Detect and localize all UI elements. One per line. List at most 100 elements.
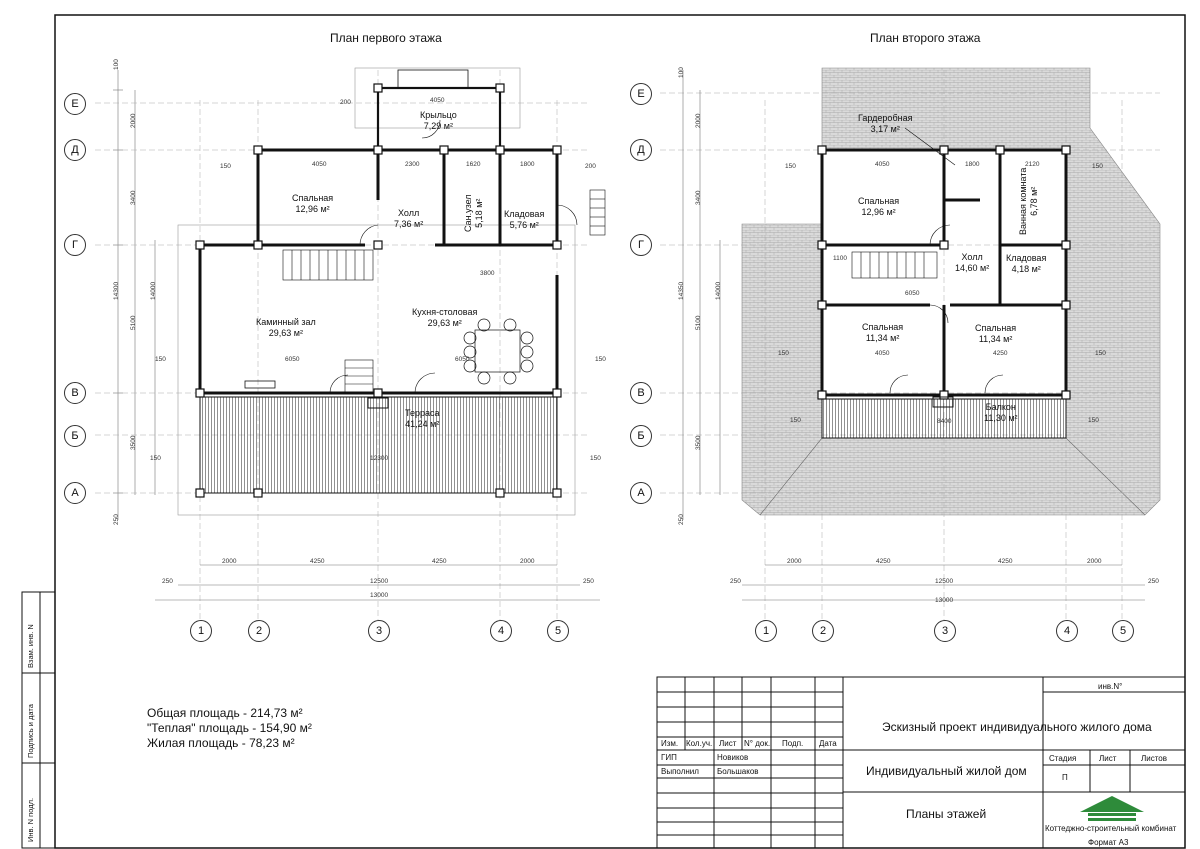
axis-marker-G: Г (64, 234, 86, 256)
side-stamp-grid (21, 591, 56, 849)
dim-label: 2120 (1025, 161, 1040, 168)
axis-marker-4: 4 (1056, 620, 1078, 642)
dim-label: 150 (155, 356, 166, 363)
sheet-header: Лист (1099, 754, 1117, 763)
dim-label: 150 (595, 356, 606, 363)
dim-label: 1620 (466, 161, 481, 168)
axis-marker-E: Е (64, 93, 86, 115)
axis-marker-3: 3 (368, 620, 390, 642)
axis-marker-2: 2 (248, 620, 270, 642)
dim-label: 4050 (312, 161, 327, 168)
dim-label: 200 (585, 163, 596, 170)
axis-marker-A: А (64, 482, 86, 504)
stamp-sign-date: Подпись и дата (26, 704, 35, 758)
company-name: Коттеджно-строительный комбинат (1045, 824, 1177, 833)
object-name: Индивидуальный жилой дом (866, 764, 1027, 778)
dim-label: 3800 (480, 270, 495, 277)
area-summary: Общая площадь - 214,73 м² "Теплая" площа… (147, 706, 312, 751)
stamp-replace-inv: Взам. инв. N (26, 624, 35, 668)
axis-marker-D: Д (630, 139, 652, 161)
dim-label: 2000 (1087, 558, 1102, 565)
axis-marker-3: 3 (934, 620, 956, 642)
company-logo (1080, 796, 1144, 821)
dim-label: 14350 (678, 281, 685, 300)
axis-marker-E: Е (630, 83, 652, 105)
executor-label: Выполнил (661, 767, 699, 776)
dim-label: 14300 (113, 281, 120, 300)
axis-marker-1: 1 (190, 620, 212, 642)
dim-label: 100 (113, 59, 120, 70)
dim-label: 150 (778, 350, 789, 357)
stamp-inv-orig: Инв. N подл. (26, 797, 35, 842)
gip-label: ГИП (661, 753, 677, 762)
dim-label: 150 (790, 417, 801, 424)
axis-marker-V: В (64, 382, 86, 404)
col-header-kol: Кол.уч. (686, 739, 713, 748)
dim-label: 150 (1095, 350, 1106, 357)
dim-label: 150 (150, 455, 161, 462)
floor2-dim-left (682, 70, 721, 520)
sheet-title: Планы этажей (906, 807, 987, 821)
dim-label: 3400 (130, 190, 137, 205)
col-header-sign: Подп. (782, 739, 804, 748)
col-header-doc: N° док. (744, 739, 771, 748)
dim-label: 250 (583, 578, 594, 585)
dim-label: 4050 (875, 161, 890, 168)
dim-label: 6050 (905, 290, 920, 297)
dim-label: 14000 (715, 281, 722, 300)
gip-name: Новиков (717, 753, 749, 762)
dim-label: 150 (1088, 417, 1099, 424)
living-area: Жилая площадь - 78,23 м² (147, 736, 295, 750)
floor1-title: План первого этажа (330, 31, 442, 45)
dim-label: 3500 (695, 435, 702, 450)
sheets-header: Листов (1141, 754, 1167, 763)
axis-marker-5: 5 (1112, 620, 1134, 642)
dim-label: 5100 (130, 315, 137, 330)
floor1-axis-lines (95, 70, 590, 620)
axis-marker-5: 5 (547, 620, 569, 642)
axis-marker-2: 2 (812, 620, 834, 642)
dim-label: 5100 (695, 315, 702, 330)
dim-label: 250 (162, 578, 173, 585)
dim-label: 2000 (695, 113, 702, 128)
format-label: Формат А3 (1088, 838, 1129, 847)
axis-marker-B: Б (64, 425, 86, 447)
dim-label: 8400 (937, 418, 952, 425)
floor2-dim-bottom (742, 564, 1145, 601)
dim-label: 250 (730, 578, 741, 585)
dim-label: 2000 (787, 558, 802, 565)
dim-label: 2000 (520, 558, 535, 565)
dim-label: 4250 (432, 558, 447, 565)
title-block-grid (656, 676, 1186, 849)
sheet-frame (54, 14, 1186, 849)
dim-label: 2000 (222, 558, 237, 565)
floor2-title: План второго этажа (870, 31, 981, 45)
col-header-list: Лист (719, 739, 737, 748)
floor1-plan (95, 67, 606, 620)
dim-label: 14000 (150, 281, 157, 300)
dim-label: 250 (1148, 578, 1159, 585)
dim-label: 250 (678, 514, 685, 525)
dim-label: 12500 (370, 578, 389, 585)
axis-marker-A: А (630, 482, 652, 504)
dining-table-icon (463, 318, 534, 385)
axis-marker-V: В (630, 382, 652, 404)
dim-label: 1800 (520, 161, 535, 168)
stage-value: П (1062, 773, 1068, 782)
total-area: Общая площадь - 214,73 м² (147, 706, 303, 720)
project-title: Эскизный проект индивидуального жилого д… (882, 720, 1152, 734)
dim-label: 250 (113, 514, 120, 525)
dim-label: 12500 (935, 578, 954, 585)
dim-label: 100 (678, 67, 685, 78)
